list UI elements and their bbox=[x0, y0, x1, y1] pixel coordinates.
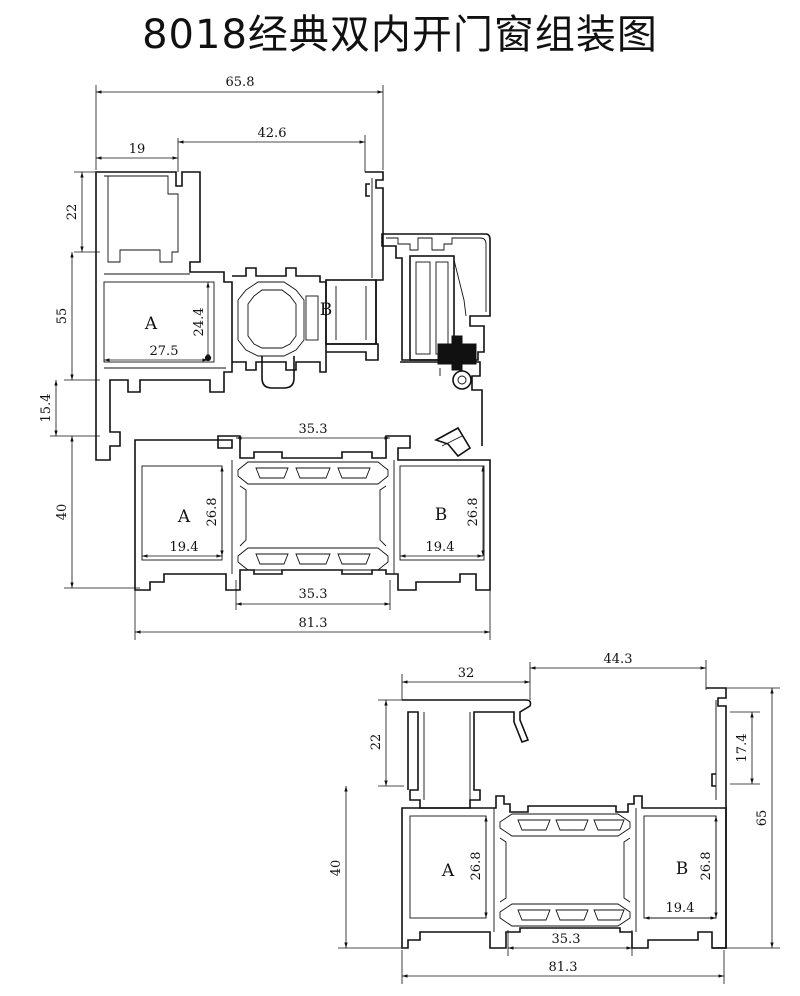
dim-left-offset: 19 bbox=[129, 142, 146, 157]
zone-frame-a: A bbox=[177, 507, 191, 527]
zone-lower-frame-a: A bbox=[441, 861, 455, 881]
dim-overall-bottom: 81.3 bbox=[299, 616, 328, 631]
mullion-profile bbox=[232, 267, 379, 389]
dim-lower-insulation: 35.3 bbox=[552, 932, 581, 947]
dim-frame-a-height: 26.8 bbox=[205, 498, 220, 527]
dim-left-height-low: 15.4 bbox=[39, 394, 54, 423]
frame-post bbox=[365, 171, 384, 344]
dim-insulation-bottom: 35.3 bbox=[299, 587, 328, 602]
dim-chamber-a-width: 27.5 bbox=[150, 344, 179, 359]
frame-profile-lower bbox=[401, 687, 727, 949]
dim-lower-frame-b-height: 26.8 bbox=[699, 852, 714, 881]
zone-lower-frame-b: B bbox=[676, 859, 689, 879]
dim-insulation-top: 35.3 bbox=[299, 422, 328, 437]
dim-lower-right-height-small: 17.4 bbox=[735, 734, 750, 763]
dim-frame-a-width: 19.4 bbox=[170, 540, 199, 555]
dim-lower-overall-height: 65 bbox=[755, 810, 770, 827]
dim-frame-b-width: 19.4 bbox=[426, 540, 455, 555]
dim-frame-height: 40 bbox=[55, 504, 70, 521]
zone-sash-b: B bbox=[320, 300, 333, 320]
dim-chamber-a-height: 24.4 bbox=[192, 308, 207, 337]
dim-lower-overall-bottom: 81.3 bbox=[549, 960, 578, 975]
dim-lower-frame-height: 40 bbox=[329, 860, 344, 877]
sash-profile bbox=[95, 171, 233, 461]
dim-left-height-mid: 55 bbox=[55, 308, 70, 325]
zone-sash-a: A bbox=[144, 314, 158, 334]
dim-sash-span: 42.6 bbox=[258, 126, 287, 141]
frame-profile-upper bbox=[134, 435, 491, 591]
dim-lower-frame-b-width: 19.4 bbox=[666, 901, 695, 916]
dim-frame-b-height: 26.8 bbox=[466, 498, 481, 527]
dim-lower-frame-a-height: 26.8 bbox=[469, 852, 484, 881]
page-title: 8018经典双内开门窗组装图 bbox=[142, 12, 658, 58]
dim-lower-right-width: 44.3 bbox=[604, 652, 633, 667]
dim-left-height-top: 22 bbox=[65, 204, 80, 221]
glazing-bead bbox=[381, 233, 491, 458]
dim-lower-left-width: 32 bbox=[458, 666, 475, 681]
upper-assembly: 65.8 19 42.6 22 55 15.4 40 24.4 27.5 35.… bbox=[39, 75, 491, 640]
dim-overall-top: 65.8 bbox=[226, 75, 255, 90]
lower-assembly: 32 44.3 22 17.4 65 40 26.8 26.8 19.4 35.… bbox=[329, 652, 780, 984]
zone-frame-b: B bbox=[435, 505, 448, 525]
dim-lower-left-height: 22 bbox=[369, 734, 384, 751]
